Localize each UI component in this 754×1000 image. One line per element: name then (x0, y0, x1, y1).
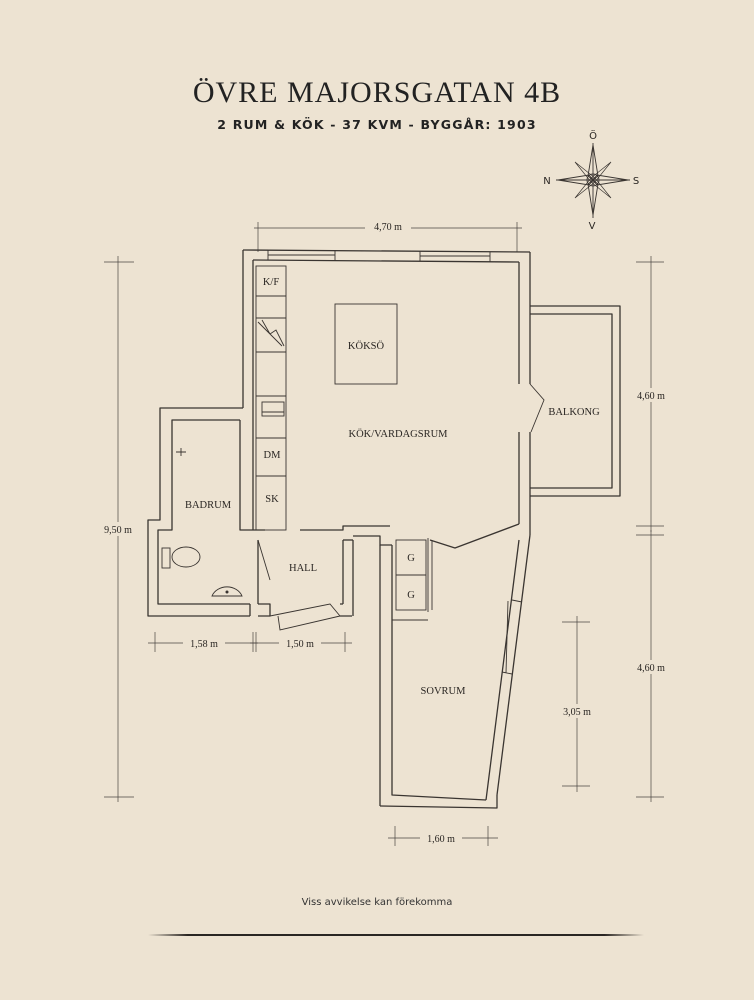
room-label-kitchen-living: KÖK/VARDAGSRUM (349, 428, 449, 440)
compass-north-label: Ö (589, 129, 597, 142)
compass-west-label: N (543, 176, 550, 187)
room-label-balcony: BALKONG (548, 407, 600, 418)
outer-walls (147, 249, 621, 809)
dimension-bedroom-length-label: 3,05 m (563, 707, 591, 718)
plan-subtitle: 2 RUM & KÖK - 37 KVM - BYGGÅR: 1903 (217, 117, 537, 132)
compass-south-label: V (589, 221, 596, 232)
cabinet-label: SK (265, 494, 279, 505)
room-label-hall: HALL (289, 563, 317, 574)
dimension-hall-width-label: 1,50 m (286, 639, 314, 650)
dimension-bedroom-side-label: 4,60 m (637, 663, 665, 674)
dimension-top-width: 4,70 m (374, 222, 402, 233)
footer-divider (148, 934, 644, 936)
fridge-label: K/F (263, 277, 280, 288)
kitchen-counter (255, 265, 287, 531)
kitchen-island (334, 303, 398, 385)
dimension-balcony-side-label: 4,60 m (637, 391, 665, 402)
disclaimer-note: Viss avvikelse kan förekomma (301, 897, 453, 908)
compass-rose-icon (556, 143, 630, 218)
wardrobe-label-1: G (407, 553, 415, 564)
toilet-icon (161, 546, 201, 569)
dimension-bedroom-width-label: 1,60 m (427, 834, 455, 845)
stove-icon (257, 319, 285, 347)
wardrobe-label-2: G (407, 590, 415, 601)
room-label-bathroom: BADRUM (185, 500, 232, 511)
plan-title: ÖVRE MAJORSGATAN 4B (192, 76, 562, 109)
shower-icon (211, 586, 243, 597)
room-label-bedroom: SOVRUM (421, 686, 467, 697)
dishwasher-label: DM (264, 450, 282, 461)
wardrobes (395, 538, 433, 612)
faucet-icon (176, 448, 186, 456)
compass-east-label: S (633, 176, 639, 187)
kitchen-island-label: KÖKSÖ (348, 340, 385, 352)
dimension-bathroom-width-label: 1,58 m (190, 639, 218, 650)
sink-icon (261, 401, 285, 417)
dimension-total-height-label: 9,50 m (104, 525, 132, 536)
